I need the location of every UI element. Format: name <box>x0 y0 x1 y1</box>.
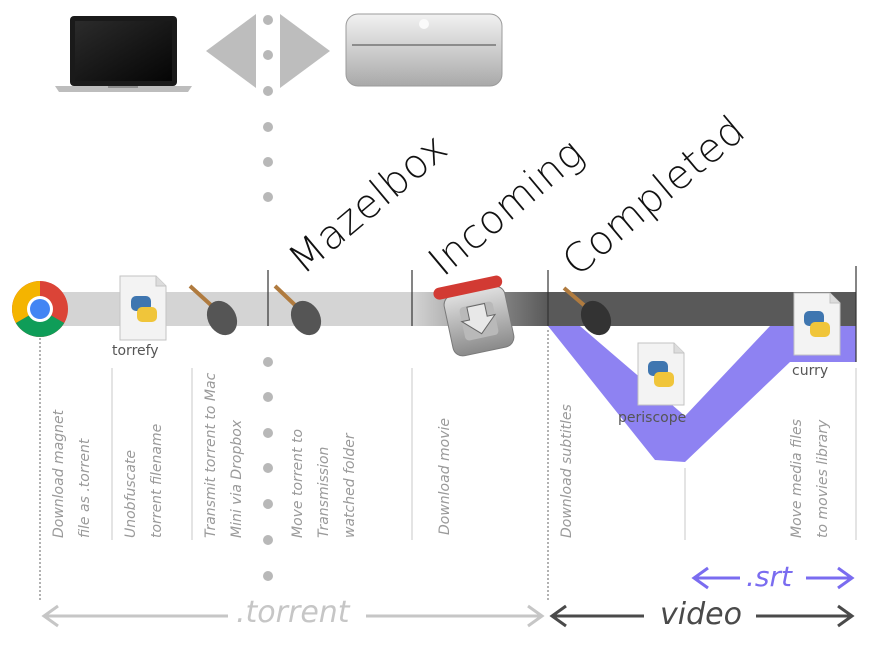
step-download-subtitles: Download subtitles <box>559 404 575 538</box>
folder-boundaries <box>267 266 857 362</box>
feather-duster-icon <box>273 284 322 336</box>
tool-label-curry: curry <box>792 363 829 379</box>
transmission-icon <box>433 275 515 357</box>
step-move-media-files: Move media files to movies library <box>789 419 831 538</box>
machine-separator-dots <box>263 15 273 581</box>
feather-duster-icon <box>562 286 612 336</box>
folder-label-completed: Completed <box>554 106 755 286</box>
torrent-bar-segment <box>40 292 412 326</box>
tool-label-periscope: periscope <box>618 410 687 426</box>
python-file-icon <box>119 275 167 341</box>
feather-duster-icon <box>188 284 238 336</box>
video-bar-segment <box>548 292 856 326</box>
chrome-icon <box>12 281 68 337</box>
python-file-icon <box>793 292 841 356</box>
laptop-icon <box>55 16 192 92</box>
timeline-bar <box>40 292 856 326</box>
step-download-movie: Download movie <box>437 417 453 535</box>
python-file-icon <box>637 342 685 406</box>
tool-label-torrefy: torrefy <box>112 343 159 359</box>
step-download-magnet: Download magnet file as .torrent <box>51 409 93 538</box>
transfer-arrows-icon <box>206 14 330 88</box>
step-transmit-torrent: Transmit torrent to Mac Mini via Dropbox <box>203 372 245 538</box>
range-label-video: video <box>654 597 748 632</box>
step-unobfuscate: Unobfuscate torrent filename <box>123 423 165 538</box>
step-move-torrent: Move torrent to Transmission watched fol… <box>290 428 358 538</box>
mac-mini-icon <box>345 13 503 87</box>
range-label-torrent: .torrent <box>230 595 356 630</box>
range-label-srt: .srt <box>746 560 792 593</box>
incoming-bar-segment <box>412 292 548 326</box>
